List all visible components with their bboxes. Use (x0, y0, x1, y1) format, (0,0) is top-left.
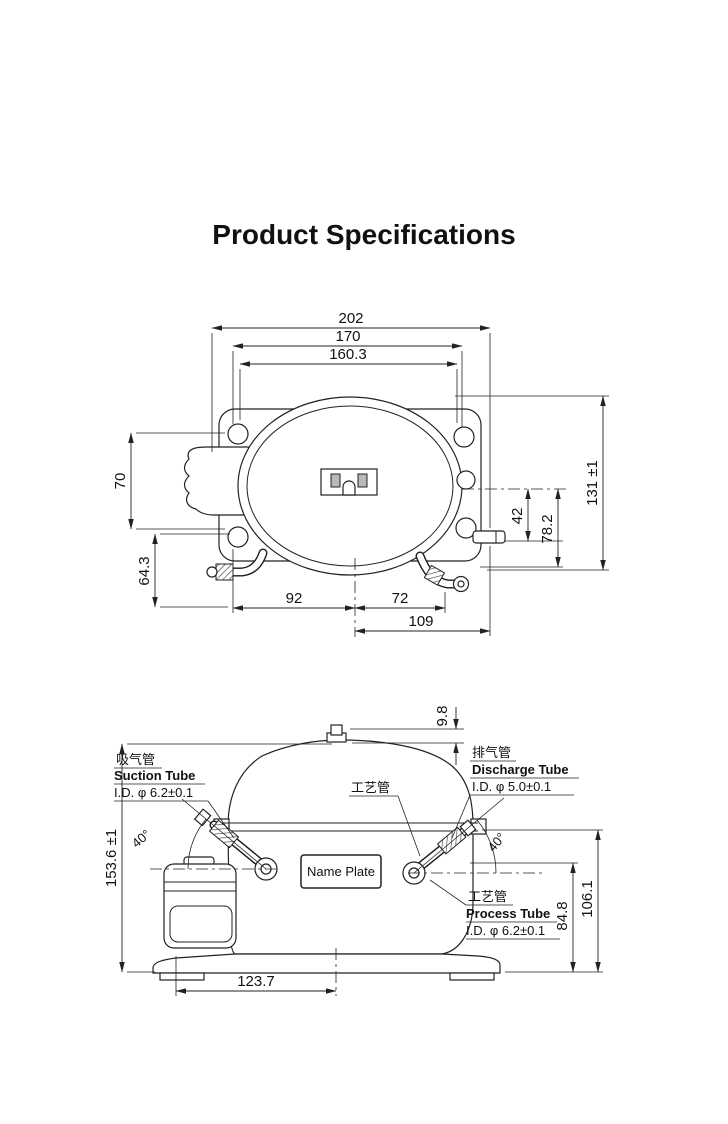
svg-text:40°: 40° (484, 830, 508, 855)
svg-text:153.6 ±1: 153.6 ±1 (103, 829, 120, 887)
dimension-170: 170 (232, 328, 463, 427)
discharge-tube (402, 819, 477, 885)
bottom-right-tube (415, 551, 470, 593)
top-stub-tube (326, 724, 347, 743)
svg-text:Process Tube: Process Tube (466, 906, 550, 921)
dimension-84-8: 84.8 (470, 862, 578, 973)
dimension-106-1: 106.1 (482, 829, 603, 973)
mounting-holes (227, 423, 477, 548)
bottom-left-tube (206, 548, 268, 581)
terminal-box-side-view (163, 856, 237, 949)
svg-text:42: 42 (509, 508, 526, 525)
svg-text:72: 72 (392, 590, 409, 607)
svg-text:131 ±1: 131 ±1 (584, 460, 601, 506)
svg-text:64.3: 64.3 (136, 556, 153, 585)
svg-text:70: 70 (112, 473, 129, 490)
svg-text:工艺管: 工艺管 (468, 889, 507, 904)
svg-text:I.D. φ 5.0±0.1: I.D. φ 5.0±0.1 (472, 779, 551, 794)
shell-ellipse-inner (246, 405, 454, 567)
dimension-70: 70 (112, 432, 225, 530)
svg-text:160.3: 160.3 (329, 346, 367, 363)
svg-text:I.D. φ 6.2±0.1: I.D. φ 6.2±0.1 (114, 785, 193, 800)
page-title: Product Specifications (212, 219, 515, 250)
svg-text:Name Plate: Name Plate (307, 864, 375, 879)
suction-tube-label: 吸气管 Suction Tube I.D. φ 6.2±0.1 (114, 752, 235, 839)
svg-text:排气管: 排气管 (472, 745, 511, 760)
dimension-160-3: 160.3 (239, 346, 458, 423)
dimension-9-8: 9.8 (350, 706, 464, 765)
base-plate (152, 953, 501, 981)
name-plate: Name Plate (300, 854, 382, 889)
svg-text:Suction Tube: Suction Tube (114, 768, 195, 783)
svg-text:106.1: 106.1 (579, 880, 596, 918)
process-tube-label: 工艺管 Process Tube I.D. φ 6.2±0.1 (429, 879, 560, 940)
svg-text:I.D. φ 6.2±0.1: I.D. φ 6.2±0.1 (466, 923, 545, 938)
dimension-42: 42 (505, 488, 563, 542)
shell-body (227, 739, 474, 955)
dimension-153-6: 153.6 ±1 (103, 743, 332, 973)
svg-text:202: 202 (338, 310, 363, 327)
dimension-202: 202 (211, 310, 491, 528)
center-detail (320, 468, 378, 496)
top-view-drawing: 202 170 160.3 131 ±1 70 (112, 310, 609, 637)
side-view-drawing: Name Plate 40° 40° 153.6 ±1 (103, 706, 603, 996)
svg-text:吸气管: 吸气管 (116, 752, 155, 767)
terminal-bracket-top-view (183, 446, 251, 516)
svg-text:109: 109 (408, 613, 433, 630)
svg-text:工艺管: 工艺管 (351, 780, 390, 795)
dimension-123-7: 123.7 (175, 948, 337, 996)
process-tube-top-label: 工艺管 (349, 780, 421, 857)
dimension-92: 92 (232, 549, 356, 613)
discharge-tube-label: 排气管 Discharge Tube I.D. φ 5.0±0.1 (451, 745, 579, 839)
dimension-64-3: 64.3 (136, 533, 230, 608)
svg-text:78.2: 78.2 (539, 514, 556, 543)
dimension-72: 72 (354, 590, 446, 613)
svg-text:123.7: 123.7 (237, 973, 275, 990)
svg-text:Discharge Tube: Discharge Tube (472, 762, 569, 777)
svg-text:40°: 40° (129, 826, 154, 850)
right-stub-tube (472, 530, 506, 544)
svg-text:170: 170 (335, 328, 360, 345)
dimension-131: 131 ±1 (455, 395, 609, 571)
svg-text:92: 92 (286, 590, 303, 607)
svg-text:9.8: 9.8 (434, 706, 451, 727)
dimension-109: 109 (354, 546, 491, 636)
svg-text:84.8: 84.8 (554, 901, 571, 930)
dimension-78-2: 78.2 (480, 488, 563, 568)
